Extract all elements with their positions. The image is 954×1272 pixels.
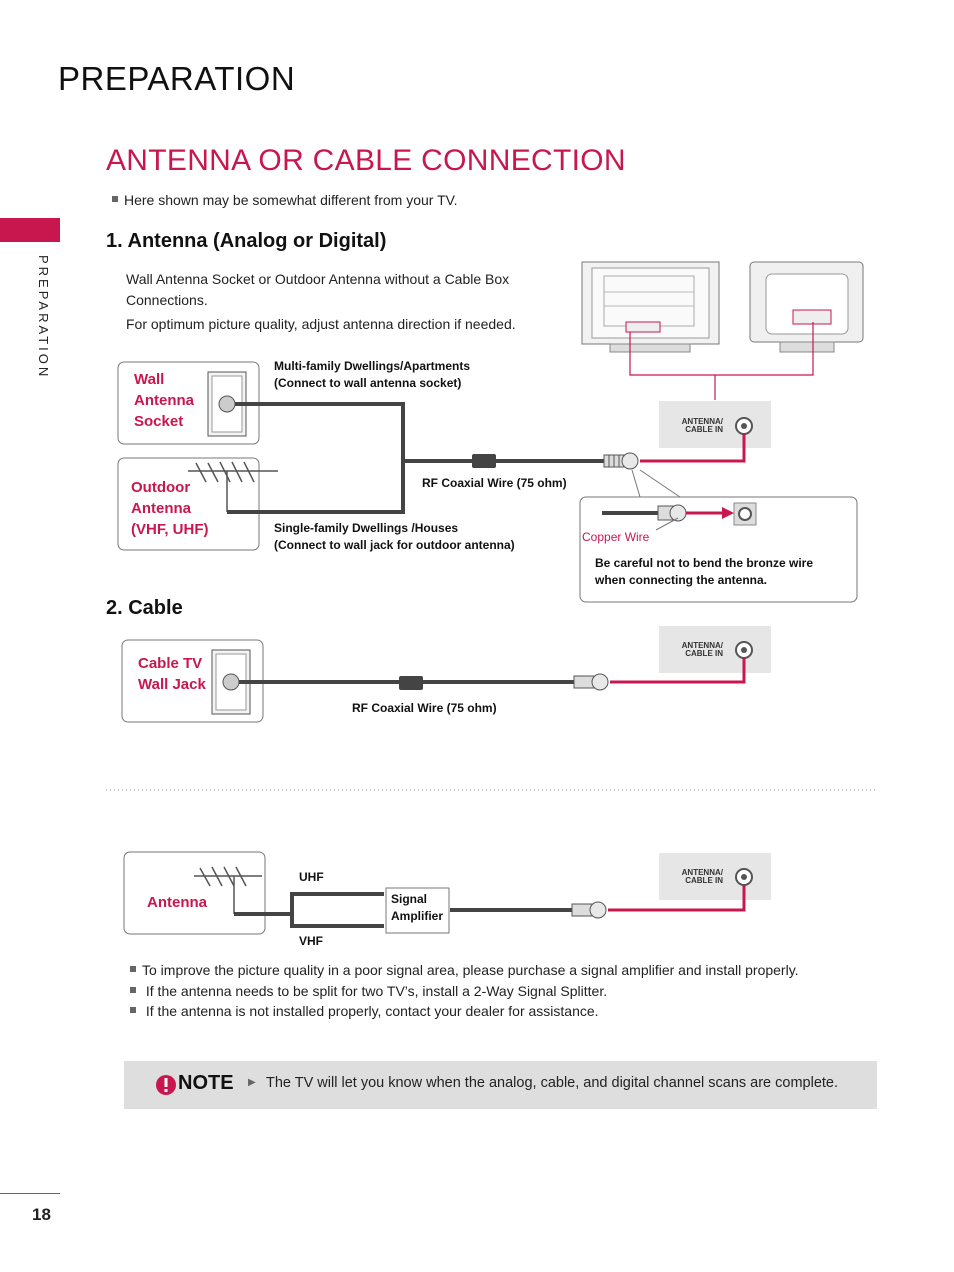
side-tab-label: PREPARATION xyxy=(36,255,51,380)
jack-label-line: Cable TV xyxy=(138,655,203,672)
wall-antenna-label: Wall Antenna Socket xyxy=(134,369,194,432)
side-tab-marker xyxy=(0,218,60,242)
section1-text1: Wall Antenna Socket or Outdoor Antenna w… xyxy=(126,271,510,308)
port-label: ANTENNA/ CABLE IN xyxy=(663,869,723,885)
copper-wire-label: Copper Wire xyxy=(582,530,650,544)
tv-rear-icon xyxy=(749,261,864,353)
section1-text2: For optimum picture quality, adjust ante… xyxy=(126,316,516,332)
bullet-square-icon xyxy=(130,966,136,973)
page-number: 18 xyxy=(32,1205,51,1224)
uhf-label: UHF xyxy=(299,870,324,884)
rf-coax-label: RF Coaxial Wire (75 ohm) xyxy=(422,476,567,490)
list-item-text: If the antenna is not installed properly… xyxy=(145,1003,599,1019)
caution-line: when connecting the antenna. xyxy=(595,573,768,587)
port-label-line: CABLE IN xyxy=(685,649,723,658)
caution-text: Be careful not to bend the bronze wire w… xyxy=(595,555,813,589)
note-label: NOTE xyxy=(178,1072,234,1094)
coax-cable xyxy=(227,402,606,514)
bullet-square-icon xyxy=(130,986,136,993)
vhf-label: VHF xyxy=(299,934,323,948)
port-label-line: ANTENNA/ xyxy=(681,641,723,650)
port-label: ANTENNA/ CABLE IN xyxy=(663,418,723,434)
list-item: If the antenna is not installed properly… xyxy=(130,1001,870,1022)
outdoor-antenna-label: Outdoor Antenna (VHF, UHF) xyxy=(131,477,209,540)
outdoor-label-line: Antenna xyxy=(131,500,191,517)
wall-label-line: Antenna xyxy=(134,392,194,409)
port-label-line: ANTENNA/ xyxy=(681,417,723,426)
list-item-text: To improve the picture quality in a poor… xyxy=(142,962,799,978)
port-label-line: ANTENNA/ xyxy=(681,868,723,877)
single-family-line: (Connect to wall jack for outdoor antenn… xyxy=(274,538,515,552)
amp-label-line: Amplifier xyxy=(391,909,444,923)
list-item-text: If the antenna needs to be split for two… xyxy=(145,982,608,999)
multi-family-label: Multi-family Dwellings/Apartments (Conne… xyxy=(274,358,470,392)
port-label: ANTENNA/ CABLE IN xyxy=(663,642,723,658)
rf-coax-label: RF Coaxial Wire (75 ohm) xyxy=(352,701,497,715)
bullet-square-icon xyxy=(130,1007,136,1014)
port-label-line: CABLE IN xyxy=(685,425,723,434)
signal-amplifier-label: Signal Amplifier xyxy=(391,891,443,925)
cable-jack-label: Cable TV Wall Jack xyxy=(138,653,206,695)
intro-note: Here shown may be somewhat different fro… xyxy=(112,192,458,208)
antenna-label: Antenna xyxy=(147,894,207,911)
bullet-square-icon xyxy=(112,196,118,203)
wall-label-line: Wall xyxy=(134,371,165,388)
page-header: PREPARATION xyxy=(58,60,296,97)
tips-list: To improve the picture quality in a poor… xyxy=(130,960,870,1022)
multi-family-line: (Connect to wall antenna socket) xyxy=(274,376,462,390)
single-family-label: Single-family Dwellings /Houses (Connect… xyxy=(274,520,515,554)
arrow-right-icon: ▶ xyxy=(248,1077,256,1088)
note-bar: NOTE ▶ The TV will let you know when the… xyxy=(124,1061,877,1109)
list-item: To improve the picture quality in a poor… xyxy=(130,960,870,981)
page-number-rule xyxy=(0,1193,60,1194)
section2-heading: 2. Cable xyxy=(106,597,183,619)
list-item: If the antenna needs to be split for two… xyxy=(130,981,870,1002)
note-text: The TV will let you know when the analog… xyxy=(266,1075,839,1091)
page-title: ANTENNA OR CABLE CONNECTION xyxy=(106,144,626,177)
alert-icon xyxy=(156,1075,176,1095)
outdoor-label-line: Outdoor xyxy=(131,479,191,496)
intro-note-text: Here shown may be somewhat different fro… xyxy=(124,192,458,208)
amp-label-line: Signal xyxy=(391,892,428,906)
multi-family-line: Multi-family Dwellings/Apartments xyxy=(274,359,471,373)
single-family-line: Single-family Dwellings /Houses xyxy=(274,521,459,535)
tv-rear-icon xyxy=(581,261,720,353)
antenna-icon xyxy=(194,866,262,914)
jack-label-line: Wall Jack xyxy=(138,676,206,693)
section1-heading: 1. Antenna (Analog or Digital) xyxy=(106,230,387,252)
coax-connector-icon xyxy=(603,452,639,470)
outdoor-label-line: (VHF, UHF) xyxy=(131,521,209,538)
wall-label-line: Socket xyxy=(134,413,184,430)
antenna-icon xyxy=(188,461,278,512)
caution-line: Be careful not to bend the bronze wire xyxy=(595,556,814,570)
port-label-line: CABLE IN xyxy=(685,876,723,885)
